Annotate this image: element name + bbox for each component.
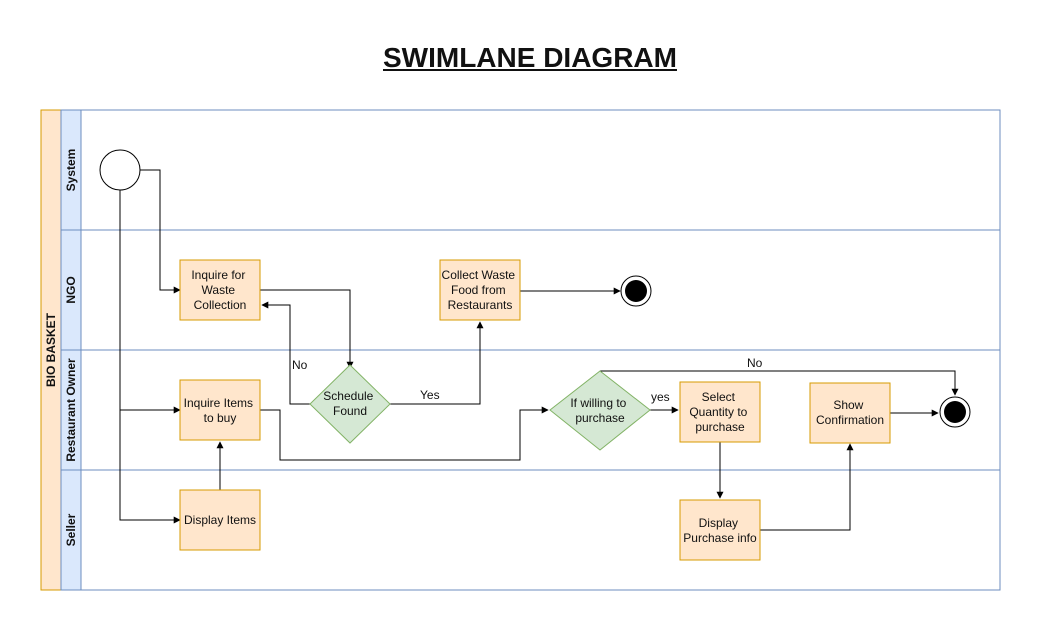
svg-text:Display Purchase info: Display Purchase info: [683, 516, 757, 545]
edge-label-yes-purchase: yes: [651, 390, 670, 404]
edge-if-willing-no-to-end: [600, 370, 959, 396]
svg-text:Collect Waste Food from: Collect Waste Food from Restaurants: [442, 268, 519, 312]
end-node-final: [939, 396, 971, 428]
node-inquire-waste-collection: Inquire for Waste Collection: [179, 259, 261, 321]
svg-text:If willing to purchase: If willing to purchase: [570, 396, 629, 425]
svg-text:Inquire Items to buy: Inquire Items to buy: [184, 396, 257, 425]
lane-label-system: System: [64, 149, 78, 192]
edge-label-no-purchase: No: [747, 356, 763, 370]
lane-label-restaurant-owner: Restaurant Owner: [64, 358, 78, 462]
node-if-willing-to-purchase: If willing to purchase: [549, 370, 651, 451]
node-display-purchase-info: Display Purchase info: [679, 499, 761, 561]
edge-schedule-no-to-inquire-waste: [261, 301, 310, 405]
pool-label: BIO BASKET: [44, 312, 58, 387]
svg-text:Select Quantity to: Select Quantity to purchase: [689, 390, 750, 434]
svg-text:Inquire for Waste: Inquire for Waste Collection: [191, 268, 248, 312]
node-display-items: Display Items: [179, 489, 261, 551]
lane-system: System: [60, 109, 1001, 231]
edge-schedule-yes-to-collect: [390, 321, 484, 405]
edge-start-to-inquire-waste: [140, 169, 181, 294]
svg-text:Show Confirmation: Show Confirmation: [816, 398, 884, 427]
lane-header-seller: [60, 469, 82, 591]
edge-start-to-display-items: [119, 405, 181, 524]
start-node: [99, 149, 141, 191]
diagram-title: SWIMLANE DIAGRAM: [383, 42, 677, 73]
node-schedule-found: Schedule Found: [309, 364, 391, 444]
edge-label-no-schedule: No: [292, 358, 308, 372]
edge-inquire-waste-to-schedule: [260, 289, 354, 369]
node-inquire-items: Inquire Items to buy: [179, 379, 261, 441]
edge-inquire-items-to-if-willing: [260, 406, 549, 461]
edge-display-purchase-to-confirmation: [760, 443, 854, 531]
lane-label-ngo: NGO: [64, 276, 78, 303]
node-select-quantity: Select Quantity to purchase: [679, 381, 761, 443]
lane-ngo: NGO: [60, 229, 1001, 351]
edge-label-yes-schedule: Yes: [420, 388, 440, 402]
svg-text:Schedule Found: Schedule Found: [323, 389, 376, 418]
svg-text:Display Items: Display Items: [184, 513, 256, 527]
node-collect-waste-food: Collect Waste Food from Restaurants: [439, 259, 521, 321]
lane-label-seller: Seller: [64, 513, 78, 546]
end-node-ngo: [620, 275, 652, 307]
node-show-confirmation: Show Confirmation: [809, 382, 891, 444]
